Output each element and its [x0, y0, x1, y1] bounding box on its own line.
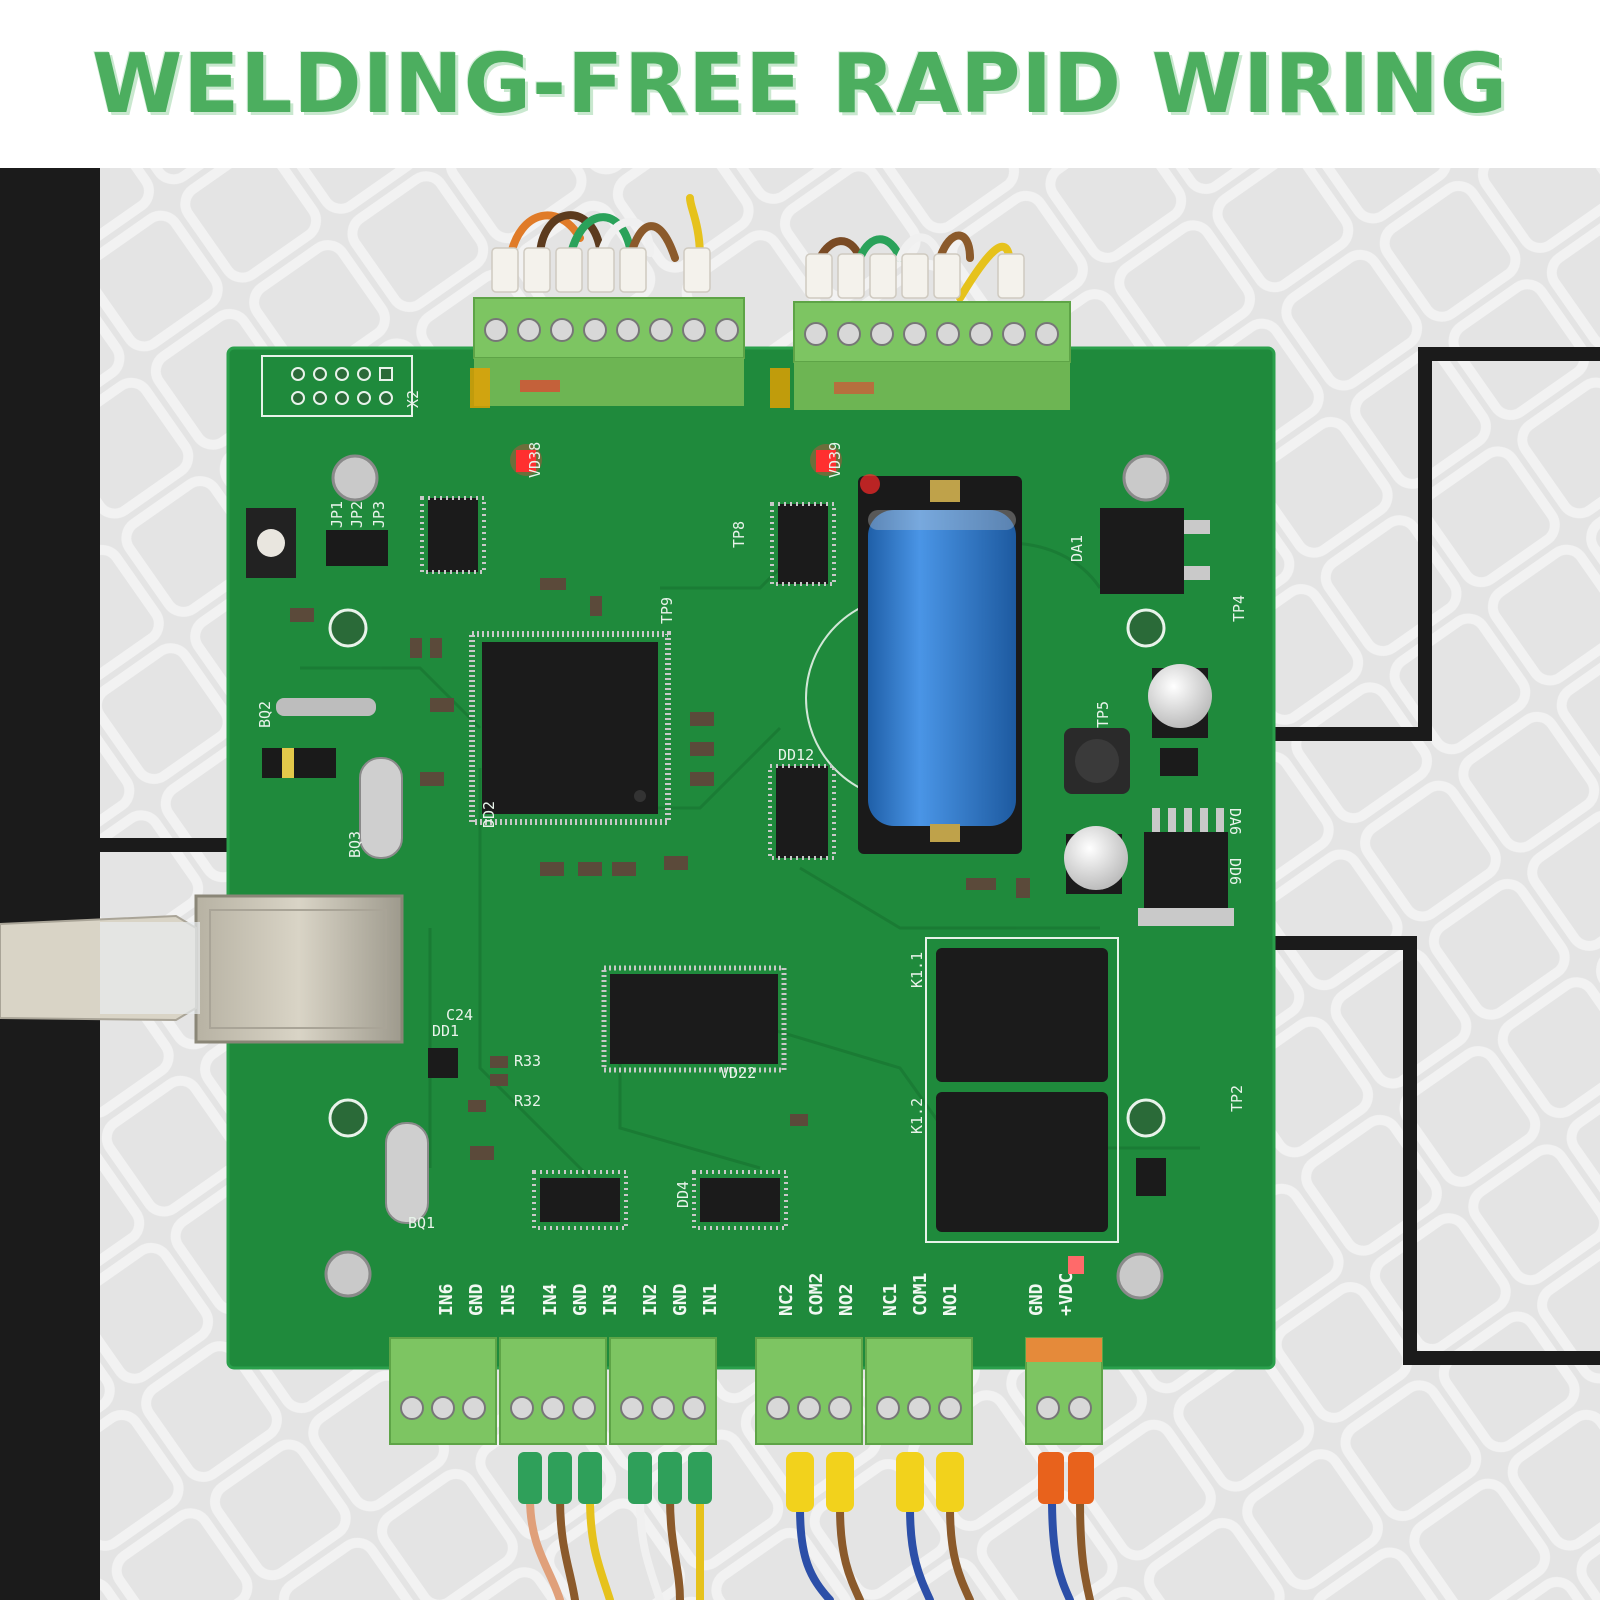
term-label-in1: IN1	[700, 1283, 721, 1316]
headline-banner: WELDING-FREE RAPID WIRING	[0, 0, 1600, 168]
pcb-photo: DD2 DD12 DD6 DD4 DA1 DA6 K1.1 K1.2 TP9 T…	[0, 168, 1600, 1600]
mcu-dd2	[482, 642, 658, 814]
label-dd1: DD1	[432, 1022, 459, 1040]
term-label-gnd-3: GND	[670, 1283, 691, 1316]
label-tp2: TP2	[1228, 1085, 1246, 1112]
label-r32: R32	[514, 1092, 541, 1110]
term-label-com1: COM1	[910, 1273, 931, 1316]
label-jp2: JP2	[348, 501, 366, 528]
label-jp3: JP3	[370, 501, 388, 528]
headline: WELDING-FREE RAPID WIRING	[91, 36, 1509, 132]
bottom-ferrules	[518, 1452, 1094, 1512]
header-x2	[261, 355, 413, 417]
label-jp1: JP1	[328, 501, 346, 528]
label-tp4: TP4	[1230, 595, 1248, 622]
wall-line-art	[1240, 347, 1600, 1365]
status-leds	[470, 368, 1084, 1274]
term-label-nc1: NC1	[880, 1283, 901, 1316]
term-label-nc2: NC2	[776, 1283, 797, 1316]
label-k1-2: K1.2	[908, 1098, 926, 1134]
label-bq2: BQ2	[256, 701, 274, 728]
term-label-in2: IN2	[640, 1283, 661, 1316]
term-label-gnd-1: GND	[466, 1283, 487, 1316]
smd-passives	[290, 578, 1030, 1160]
term-label-in6: IN6	[436, 1283, 457, 1316]
term-label-no2: NO2	[836, 1283, 857, 1316]
label-c24: C24	[446, 1006, 473, 1024]
rj45-jack	[194, 894, 404, 1044]
label-dd6: DD6	[1226, 858, 1244, 885]
silkscreen-terminal-labels: IN6 GND IN5 IN4 GND IN3 IN2 GND IN1 NC2 …	[436, 1273, 1077, 1316]
label-dd4: DD4	[674, 1181, 692, 1208]
label-da1: DA1	[1068, 535, 1086, 562]
term-label-no1: NO1	[940, 1283, 961, 1316]
battery	[868, 510, 1016, 826]
chip-dd10	[610, 974, 778, 1064]
term-label-in4: IN4	[540, 1283, 561, 1316]
term-label-gnd-4: GND	[1026, 1283, 1047, 1316]
bottom-wires	[526, 1494, 1094, 1600]
small-ics	[428, 498, 1166, 1222]
term-label-com2: COM2	[806, 1273, 827, 1316]
label-x2: X2	[404, 390, 422, 408]
label-bq3: BQ3	[346, 831, 364, 858]
label-da6: DA6	[1226, 808, 1244, 835]
label-tp8: TP8	[730, 521, 748, 548]
label-vd22: VD22	[720, 1064, 756, 1082]
label-vd39: VD39	[826, 442, 844, 478]
term-label-vdc: +VDC	[1056, 1273, 1077, 1316]
label-dd12: DD12	[778, 746, 814, 764]
bottom-terminal-blocks	[389, 1337, 1103, 1445]
label-k1-1: K1.1	[908, 952, 926, 988]
top-terminal-blocks	[473, 297, 1071, 410]
label-vd38: VD38	[526, 442, 544, 478]
label-bq1: BQ1	[408, 1214, 435, 1232]
regulator-da1	[1100, 508, 1184, 594]
crystal-bq1	[385, 1122, 429, 1224]
jumper-block	[326, 530, 388, 566]
crystal-bq3	[359, 757, 403, 859]
term-label-in5: IN5	[498, 1283, 519, 1316]
silkscreen-component-labels: DD2 DD12 DD6 DD4 DA1 DA6 K1.1 K1.2 TP9 T…	[256, 390, 1248, 1232]
term-label-gnd-2: GND	[570, 1283, 591, 1316]
label-dd2: DD2	[480, 801, 498, 828]
term-label-in3: IN3	[600, 1283, 621, 1316]
regulator-da6	[1144, 832, 1228, 918]
label-tp9: TP9	[658, 597, 676, 624]
relay-k1-2	[936, 1092, 1108, 1232]
label-tp5: TP5	[1094, 701, 1112, 728]
mounting-screws	[324, 454, 1170, 1300]
label-r33: R33	[514, 1052, 541, 1070]
electrolytic-capacitors	[1064, 664, 1212, 894]
left-dark-panel	[0, 168, 100, 1600]
relay-k1-1	[936, 948, 1108, 1082]
top-ferrules	[491, 247, 1025, 299]
